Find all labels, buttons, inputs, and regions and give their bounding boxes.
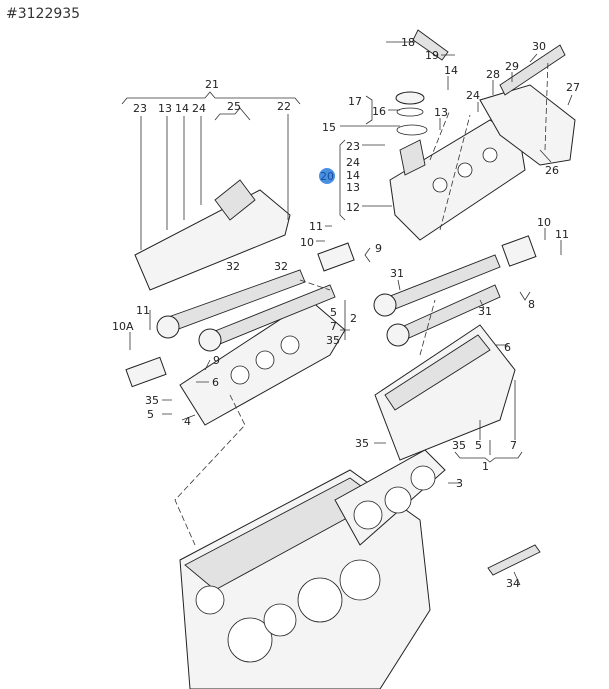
callout[interactable]: 6 — [212, 376, 219, 389]
callout[interactable]: 25 — [227, 100, 241, 113]
callout[interactable]: 26 — [545, 164, 559, 177]
callout[interactable]: 23 — [133, 102, 147, 115]
callout[interactable]: 31 — [390, 267, 404, 280]
callout[interactable]: 28 — [486, 68, 500, 81]
bearing-cap — [317, 242, 355, 272]
callout[interactable]: 1 — [482, 460, 489, 473]
callout[interactable]: 9 — [375, 242, 382, 255]
callout[interactable]: 11 — [136, 304, 150, 317]
callout[interactable]: 12 — [346, 201, 360, 214]
breather-hose — [412, 29, 449, 61]
engine-cover — [479, 84, 576, 166]
callout[interactable]: 13 — [346, 181, 360, 194]
callout[interactable]: 35 — [452, 439, 466, 452]
highlight-badge[interactable] — [319, 168, 335, 184]
callout[interactable]: 29 — [505, 60, 519, 73]
callout-labels: 21 23 13 14 24 25 22 18 19 14 28 29 30 2… — [112, 36, 580, 590]
callout[interactable]: 14 — [444, 64, 458, 77]
callout[interactable]: 30 — [532, 40, 546, 53]
callout[interactable]: 10 — [300, 236, 314, 249]
callout[interactable]: 13 — [434, 106, 448, 119]
cylinder-head-left — [179, 299, 346, 426]
callout[interactable]: 32 — [274, 260, 288, 273]
callout[interactable]: 32 — [226, 260, 240, 273]
callout[interactable]: 4 — [184, 415, 191, 428]
callout[interactable]: 31 — [478, 305, 492, 318]
callout[interactable]: 23 — [346, 140, 360, 153]
valve-cover-right — [389, 119, 526, 241]
callout[interactable]: 34 — [506, 577, 520, 590]
oil-filler-cap — [395, 91, 425, 105]
injector — [499, 44, 566, 96]
callout[interactable]: 27 — [566, 81, 580, 94]
callout[interactable]: 6 — [504, 341, 511, 354]
callout[interactable]: 14 — [175, 102, 189, 115]
callout[interactable]: 8 — [528, 298, 535, 311]
callout[interactable]: 35 — [326, 334, 340, 347]
camshafts — [156, 254, 501, 352]
callout[interactable]: 5 — [330, 306, 337, 319]
callout[interactable]: 3 — [456, 477, 463, 490]
callout[interactable]: 5 — [147, 408, 154, 421]
leader-lines — [121, 41, 573, 586]
callout[interactable]: 10 — [537, 216, 551, 229]
callout[interactable]: 5 — [475, 439, 482, 452]
callout[interactable]: 24 — [192, 102, 206, 115]
callout[interactable]: 35 — [145, 394, 159, 407]
callout[interactable]: 15 — [322, 121, 336, 134]
callout[interactable]: 7 — [510, 439, 517, 452]
callout[interactable]: 19 — [425, 49, 439, 62]
callout[interactable]: 22 — [277, 100, 291, 113]
valve-cover-left — [134, 179, 291, 291]
callout[interactable]: 17 — [348, 95, 362, 108]
callout[interactable]: 10A — [112, 320, 134, 333]
highlight-label[interactable]: 20 — [320, 170, 334, 183]
sealant-tube — [487, 544, 541, 576]
callout[interactable]: 35 — [355, 437, 369, 450]
callout[interactable]: 13 — [158, 102, 172, 115]
callout[interactable]: 16 — [372, 105, 386, 118]
callout[interactable]: 24 — [346, 156, 360, 169]
callout[interactable]: 11 — [309, 220, 323, 233]
callout[interactable]: 14 — [346, 169, 360, 182]
callout[interactable]: 2 — [350, 312, 357, 325]
callout[interactable]: 21 — [205, 78, 219, 91]
callout[interactable]: 18 — [401, 36, 415, 49]
head-gasket — [334, 449, 446, 546]
callout[interactable]: 7 — [330, 320, 337, 333]
callout[interactable]: 24 — [466, 89, 480, 102]
diagram-number: #3122935 — [6, 6, 81, 22]
callout[interactable]: 11 — [555, 228, 569, 241]
callout[interactable]: 9 — [213, 354, 220, 367]
